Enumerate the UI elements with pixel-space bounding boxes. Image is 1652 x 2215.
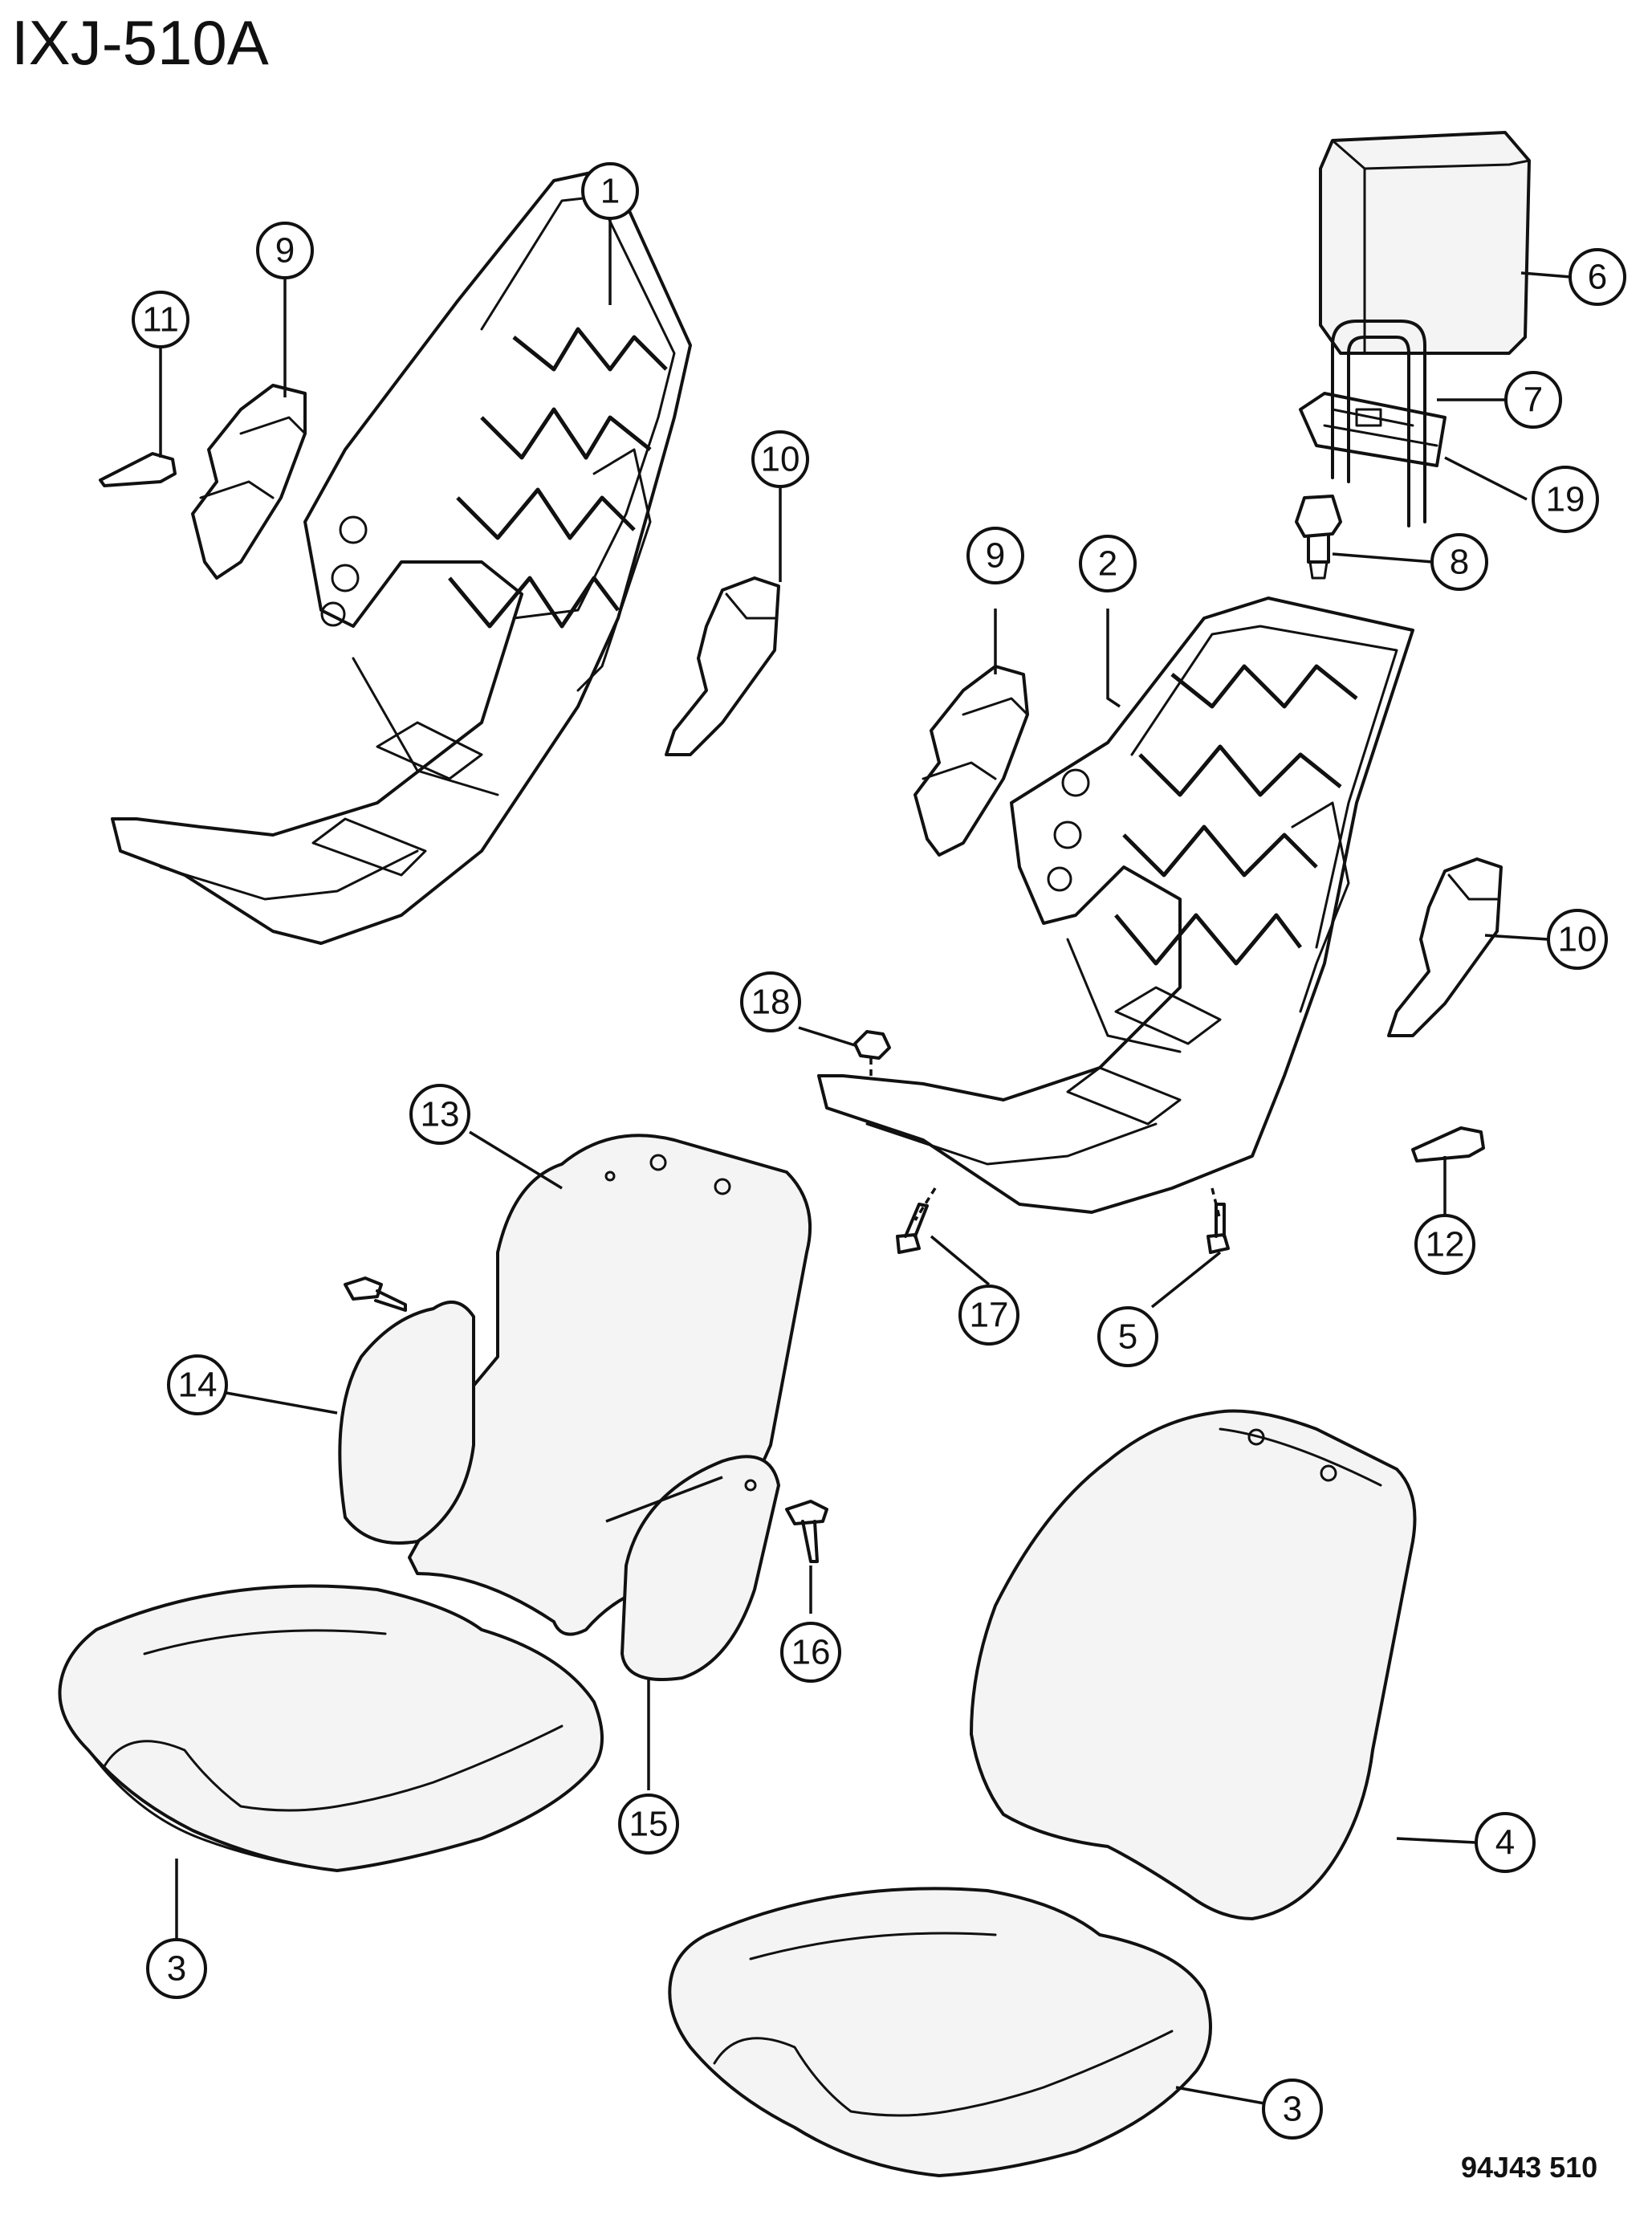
callout-8-label: 8: [1450, 543, 1469, 582]
seat-cushion-left: [58, 1584, 604, 1872]
recliner-shield-left: [191, 384, 307, 580]
trim-cover-left: [665, 576, 780, 756]
callout-10-left-label: 10: [761, 440, 800, 479]
bolt-17: [896, 1203, 929, 1254]
bolster-15: [621, 1455, 780, 1681]
callout-4-label: 4: [1495, 1823, 1515, 1863]
callout-3-right-label: 3: [1283, 2090, 1302, 2129]
bolster-14: [338, 1301, 475, 1545]
callout-1: 1: [581, 162, 639, 220]
callout-2-label: 2: [1098, 544, 1117, 584]
callout-18-label: 18: [751, 983, 791, 1022]
callout-6: 6: [1569, 248, 1626, 306]
callout-19-label: 19: [1546, 480, 1585, 519]
seat-frame-left: [111, 167, 692, 945]
callout-3-right: 3: [1262, 2079, 1323, 2140]
callout-9-left: 9: [256, 222, 314, 279]
callout-17: 17: [958, 1285, 1019, 1346]
recliner-shield-right: [913, 665, 1029, 857]
callout-13: 13: [409, 1084, 470, 1145]
callout-1-label: 1: [600, 172, 620, 211]
callout-14-label: 14: [178, 1366, 218, 1405]
callout-12: 12: [1414, 1214, 1475, 1275]
callout-8: 8: [1430, 533, 1488, 591]
leader-lines: [159, 218, 1572, 2105]
knob-12: [1411, 1126, 1485, 1162]
headrest-guide-plate: [1299, 392, 1447, 467]
seat-back-right: [970, 1409, 1417, 1920]
callout-10-right-label: 10: [1558, 920, 1597, 959]
callout-15: 15: [618, 1794, 679, 1855]
callout-9-right-label: 9: [986, 536, 1005, 576]
nut-18: [853, 1030, 891, 1060]
callout-2: 2: [1079, 535, 1137, 592]
callout-5-label: 5: [1118, 1317, 1137, 1357]
callout-9-right: 9: [966, 527, 1024, 584]
callout-9-left-label: 9: [275, 231, 295, 271]
callout-16: 16: [780, 1622, 841, 1683]
callout-3-left-label: 3: [167, 1949, 186, 1989]
screw-16: [785, 1500, 828, 1563]
seat-frame-right: [817, 597, 1414, 1214]
callout-3-left: 3: [146, 1938, 207, 1999]
callout-19: 19: [1532, 466, 1599, 533]
callout-7: 7: [1504, 371, 1562, 429]
callout-10-right: 10: [1547, 909, 1608, 970]
seat-cushion-right: [668, 1887, 1212, 2177]
callout-7-label: 7: [1524, 381, 1543, 420]
trim-cover-right: [1387, 857, 1503, 1037]
headrest-guide: [1295, 495, 1342, 580]
callout-14: 14: [167, 1354, 228, 1415]
callout-11-label: 11: [142, 300, 179, 340]
knob-11: [99, 452, 177, 487]
callout-15-label: 15: [629, 1805, 669, 1844]
callout-12-label: 12: [1426, 1225, 1465, 1264]
callout-18: 18: [740, 971, 801, 1032]
bolt-5: [1206, 1203, 1230, 1254]
diagram-title: IXJ-510A: [11, 7, 269, 78]
callout-13-label: 13: [421, 1095, 460, 1134]
screw-14: [344, 1276, 407, 1312]
drawing-code: 94J43 510: [1461, 2151, 1597, 2184]
callout-10-left: 10: [751, 430, 809, 488]
callout-11: 11: [132, 291, 189, 348]
headrest-posts: [1331, 320, 1426, 527]
callout-6-label: 6: [1588, 258, 1607, 297]
callout-5: 5: [1097, 1306, 1158, 1367]
callout-4: 4: [1475, 1812, 1536, 1873]
callout-16-label: 16: [791, 1633, 831, 1672]
callout-17-label: 17: [970, 1296, 1009, 1335]
